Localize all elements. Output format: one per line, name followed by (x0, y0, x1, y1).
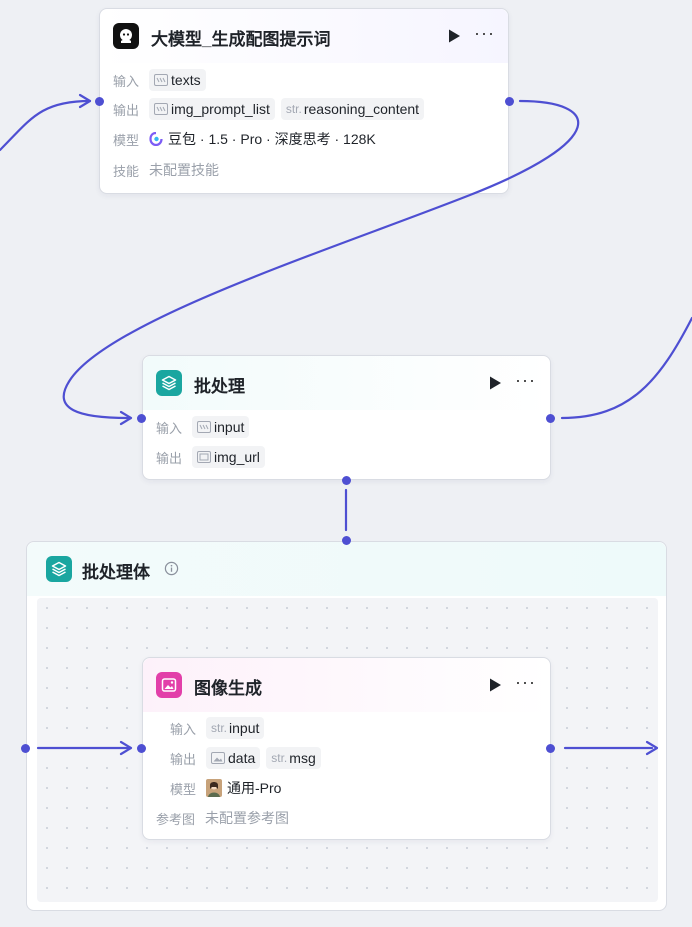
batch-input-row: 输入 input (156, 416, 255, 438)
batch-output-row: 输出 img_url (156, 446, 271, 468)
llm-skill-value: 未配置技能 (149, 162, 220, 178)
image-gen-node-header: 图像生成 ··· (143, 658, 550, 712)
llm-model-value[interactable]: 豆包 · 1.5 · Pro · 深度思考 · 128K (149, 129, 376, 149)
info-icon[interactable] (164, 561, 179, 576)
batch-input-port[interactable] (137, 414, 146, 423)
llm-output-port[interactable] (505, 97, 514, 106)
llm-input-port[interactable] (95, 97, 104, 106)
batch-node[interactable]: 批处理 ··· 输入 input 输出 img_url (142, 355, 551, 480)
batch-input-var[interactable]: input (192, 416, 250, 438)
image-icon (156, 672, 182, 698)
image-gen-output-row: 输出 data str. msg (170, 747, 327, 769)
picture-icon (211, 752, 226, 764)
batch-node-header: 批处理 ··· (143, 356, 550, 410)
llm-input-label: 输入 (113, 73, 140, 89)
edge-incoming-llm (0, 99, 92, 152)
batch-output-var-text: img_url (214, 449, 260, 465)
batch-output-port[interactable] (546, 414, 555, 423)
array-icon (197, 421, 212, 433)
llm-model-row: 模型 豆包 · 1.5 · Pro · 深度思考 · 128K (113, 128, 376, 150)
llm-node-header: 大模型_生成配图提示词 ··· (100, 9, 508, 63)
image-gen-output-var2[interactable]: str. msg (266, 747, 321, 769)
llm-model-label: 模型 (113, 132, 140, 148)
robot-icon (113, 23, 139, 49)
image-gen-model-label: 模型 (170, 781, 197, 797)
image-gen-input-label: 输入 (170, 721, 197, 737)
layers-icon (46, 556, 72, 582)
image-gen-node-title: 图像生成 (194, 679, 262, 698)
arrowhead-llm-in (78, 93, 92, 109)
llm-model-text: 豆包 · 1.5 · Pro · 深度思考 · 128K (168, 131, 376, 147)
batch-output-label: 输出 (156, 450, 183, 466)
image-gen-input-row: 输入 str. input (170, 717, 270, 739)
group-top-port[interactable] (342, 536, 351, 545)
image-gen-node[interactable]: 图像生成 ··· 输入 str. input 输出 data str. msg … (142, 657, 551, 840)
image-gen-input-var-text: input (229, 720, 260, 736)
llm-input-row: 输入 texts (113, 69, 212, 91)
batch-bottom-port[interactable] (342, 476, 351, 485)
image-gen-output-var1-text: data (228, 750, 256, 766)
image-gen-model-row: 模型 通用-Pro (170, 777, 281, 799)
doubao-logo-icon (149, 132, 163, 146)
llm-output-row: 输出 img_prompt_list str. reasoning_conten… (113, 98, 430, 120)
llm-input-var[interactable]: texts (149, 69, 206, 91)
llm-output-var1-text: img_prompt_list (171, 101, 270, 117)
batch-output-var[interactable]: img_url (192, 446, 265, 468)
image-gen-model-value[interactable]: 通用-Pro (206, 778, 281, 798)
more-icon[interactable]: ··· (515, 370, 536, 390)
array-icon (154, 103, 169, 115)
array-image-icon (197, 451, 212, 463)
group-header: 批处理体 (27, 542, 666, 596)
group-left-port[interactable] (21, 744, 30, 753)
imagegen-output-port[interactable] (546, 744, 555, 753)
image-gen-ref-value: 未配置参考图 (205, 810, 290, 826)
group-title: 批处理体 (82, 563, 150, 582)
llm-node-title: 大模型_生成配图提示词 (151, 30, 331, 49)
llm-output-var1[interactable]: img_prompt_list (149, 98, 275, 120)
image-gen-input-var[interactable]: str. input (206, 717, 265, 739)
image-gen-output-var1[interactable]: data (206, 747, 261, 769)
play-icon[interactable] (487, 375, 503, 391)
str-type-prefix: str. (211, 721, 228, 735)
llm-node[interactable]: 大模型_生成配图提示词 ··· 输入 texts 输出 img_prompt_l… (99, 8, 509, 194)
layers-icon (156, 370, 182, 396)
image-gen-ref-label: 参考图 (156, 811, 196, 827)
imagegen-input-port[interactable] (137, 744, 146, 753)
llm-skill-label: 技能 (113, 163, 140, 179)
llm-input-var-text: texts (171, 72, 201, 88)
batch-input-var-text: input (214, 419, 245, 435)
batch-node-title: 批处理 (194, 377, 245, 396)
str-type-prefix: str. (271, 751, 288, 765)
llm-output-var2-text: reasoning_content (303, 101, 420, 117)
play-icon[interactable] (487, 677, 503, 693)
edge-batch-to-right (560, 316, 692, 420)
image-gen-ref-row: 参考图 未配置参考图 (156, 807, 289, 829)
array-icon (154, 74, 169, 86)
more-icon[interactable]: ··· (474, 23, 495, 43)
str-type-prefix: str. (285, 102, 302, 116)
llm-skill-row: 技能 未配置技能 (113, 159, 219, 181)
play-icon[interactable] (446, 28, 462, 44)
arrowhead-batch-in (119, 410, 133, 426)
image-gen-model-text: 通用-Pro (227, 780, 282, 796)
more-icon[interactable]: ··· (515, 672, 536, 692)
batch-input-label: 输入 (156, 420, 183, 436)
llm-output-var2[interactable]: str. reasoning_content (280, 98, 425, 120)
image-gen-output-var2-text: msg (289, 750, 316, 766)
llm-output-label: 输出 (113, 102, 140, 118)
model-avatar-icon (206, 779, 223, 797)
image-gen-output-label: 输出 (170, 751, 197, 767)
